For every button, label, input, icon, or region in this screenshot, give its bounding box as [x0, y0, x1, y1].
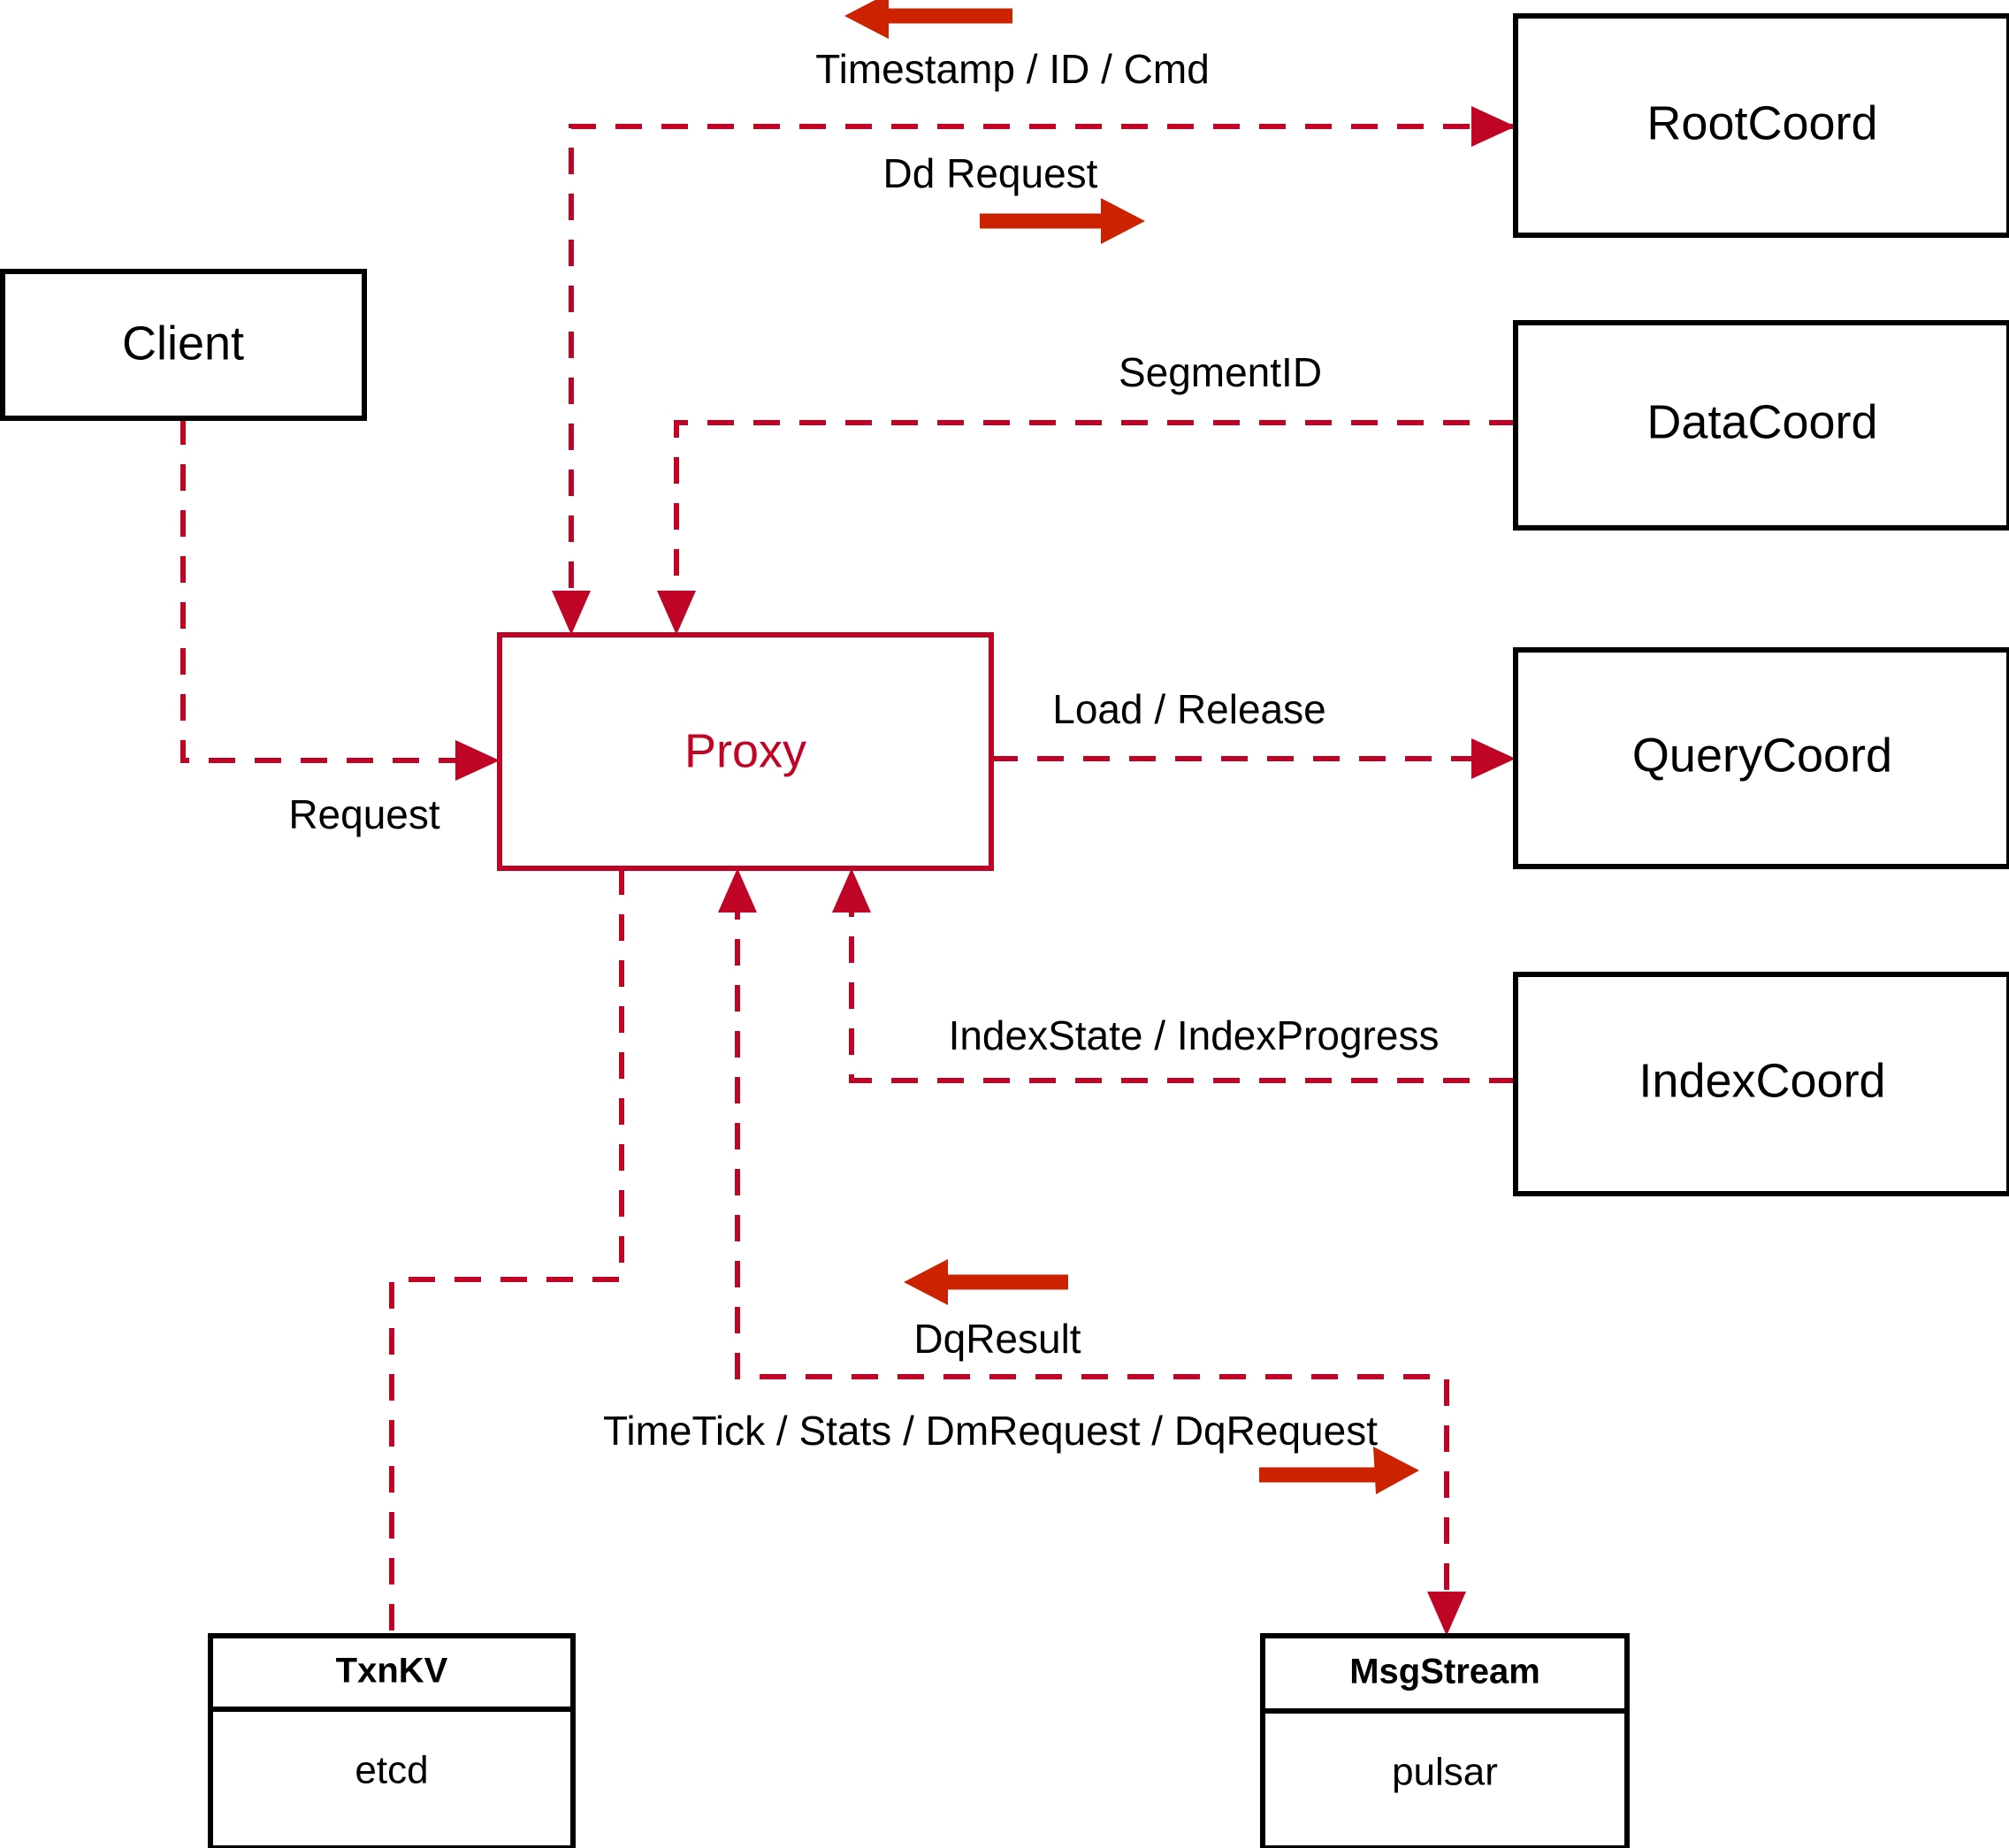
node-datacoord-label: DataCoord — [1646, 395, 1877, 448]
edge-segment-id-arrowhead — [657, 591, 696, 635]
edge-label-index-state-progress: IndexState / IndexProgress — [949, 1012, 1440, 1058]
node-client-label: Client — [122, 317, 244, 370]
node-client-box[interactable] — [0, 269, 367, 421]
node-msgstream-header-label: MsgStream — [1349, 1653, 1540, 1691]
direction-arrow-timestamp-left-icon — [844, 0, 1012, 39]
node-querycoord-label: QueryCoord — [1632, 729, 1892, 782]
direction-arrow-timetick-head — [1373, 1447, 1419, 1494]
edge-timestamp-id-cmd-arrowhead — [552, 591, 591, 635]
node-txnkv-header-label: TxnKV — [336, 1652, 448, 1691]
node-txnkv-body-label: etcd — [355, 1749, 428, 1792]
edge-dq-result-arrowhead — [718, 868, 757, 913]
edge-index-state-progress — [832, 868, 1516, 1083]
node-querycoord[interactable]: QueryCoord — [1513, 647, 2009, 869]
direction-arrow-dqresult-head — [904, 1259, 948, 1305]
edge-load-release-arrowhead — [1471, 738, 1516, 779]
node-rootcoord-box[interactable] — [1513, 13, 2009, 238]
edge-timetick-stats-arrowhead — [1427, 1592, 1466, 1636]
edge-label-dd-request: Dd Request — [883, 150, 1098, 196]
node-querycoord-box[interactable] — [1513, 647, 2009, 869]
direction-arrow-dqresult-left-icon — [904, 1259, 1068, 1305]
edge-label-request: Request — [288, 791, 440, 837]
edge-dd-request-arrowhead — [1471, 106, 1516, 147]
edge-request-path — [180, 418, 475, 763]
node-msgstream-box[interactable] — [1260, 1633, 1630, 1848]
edge-index-state-progress-arrowhead — [832, 868, 871, 913]
edge-timetick-stats-path — [735, 893, 1449, 1611]
node-proxy-box[interactable] — [497, 632, 994, 871]
node-indexcoord[interactable]: IndexCoord — [1513, 972, 2009, 1196]
direction-arrow-dd-request-head — [1101, 198, 1145, 244]
edge-timestamp-id-cmd-path — [569, 124, 1516, 610]
node-proxy[interactable]: Proxy — [497, 632, 994, 871]
edge-segment-id — [657, 420, 1516, 635]
edge-txnkv-link — [389, 868, 624, 1636]
node-rootcoord[interactable]: RootCoord — [1513, 13, 2009, 238]
edge-load-release — [991, 738, 1516, 779]
edge-timetick-stats — [718, 868, 1466, 1636]
direction-arrow-timetick-right-icon — [1259, 1447, 1419, 1494]
edge-label-timestamp-id-cmd: Timestamp / ID / Cmd — [815, 46, 1210, 92]
node-datacoord-box[interactable] — [1513, 320, 2009, 531]
edge-txnkv-link-path — [389, 868, 624, 1636]
edge-timestamp-id-cmd — [552, 106, 1516, 635]
node-msgstream-body-label: pulsar — [1392, 1751, 1498, 1794]
node-rootcoord-label: RootCoord — [1646, 96, 1877, 149]
edge-request-arrowhead — [455, 740, 500, 781]
edge-label-dq-result: DqResult — [913, 1316, 1081, 1362]
node-datacoord[interactable]: DataCoord — [1513, 320, 2009, 531]
node-indexcoord-box[interactable] — [1513, 972, 2009, 1196]
node-proxy-label: Proxy — [684, 724, 806, 777]
edge-label-load-release: Load / Release — [1052, 686, 1325, 732]
node-txnkv-box[interactable] — [208, 1633, 576, 1848]
edge-segment-id-path — [674, 420, 1516, 610]
node-txnkv[interactable]: TxnKV etcd — [208, 1633, 576, 1848]
edge-label-timetick-stats: TimeTick / Stats / DmRequest / DqRequest — [603, 1408, 1378, 1454]
direction-arrow-dd-request-right-icon — [980, 198, 1145, 244]
edge-label-segment-id: SegmentID — [1119, 349, 1322, 395]
edge-index-state-progress-path — [849, 893, 1516, 1083]
node-indexcoord-label: IndexCoord — [1639, 1054, 1885, 1107]
edge-request — [180, 418, 500, 781]
node-msgstream[interactable]: MsgStream pulsar — [1260, 1633, 1630, 1848]
node-client[interactable]: Client — [0, 269, 367, 421]
direction-arrow-timestamp-head — [844, 0, 889, 39]
